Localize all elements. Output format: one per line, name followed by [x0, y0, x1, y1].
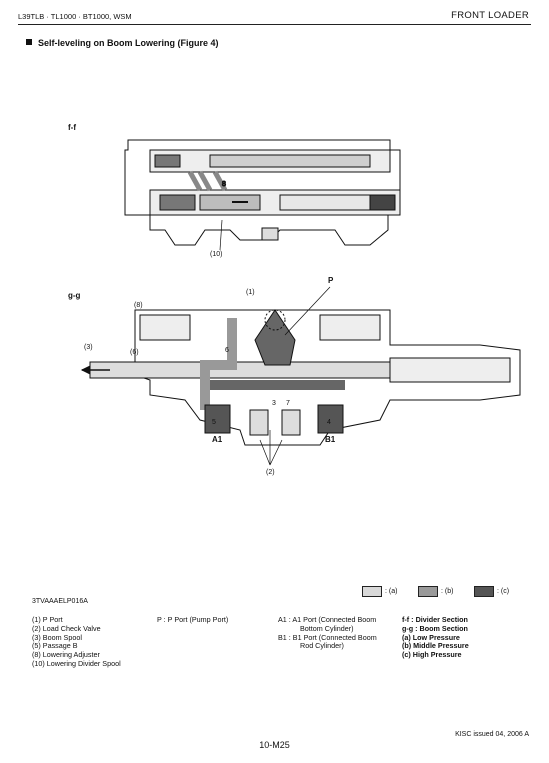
label-10: (10) [210, 251, 222, 258]
legend-low: : (a) [362, 586, 397, 597]
list-item: (2) Load Check Valve [32, 623, 101, 633]
list-item: (1) P Port [32, 615, 63, 624]
list-item: (10) Lowering Divider Spool [32, 658, 121, 668]
section-pressure-list: f-f : Divider Section g-g : Boom Section… [402, 615, 469, 660]
legend-label: : (a) [385, 588, 398, 595]
legend-swatch [362, 586, 382, 597]
parts-list: (1) P Port (2) Load Check Valve (3) Boom… [32, 615, 121, 669]
list-item: Bottom Cylinder) [300, 623, 354, 633]
label-inner-7: 7 [286, 400, 290, 407]
label-2: (2) [266, 469, 275, 476]
label-8: (8) [134, 302, 143, 309]
list-item: g-g : Boom Section [402, 623, 468, 633]
list-item: (c) High Pressure [402, 650, 462, 660]
label-port-5: 5 [212, 419, 216, 426]
list-item: (b) Middle Pressure [402, 641, 469, 651]
label-inner-3: 3 [272, 400, 276, 407]
label-6: (6) [130, 349, 139, 356]
legend-high: : (c) [474, 586, 509, 597]
label-a1: A1 [212, 435, 223, 444]
label-section-gg: g-g [68, 291, 81, 300]
page-number: 10-M25 [259, 740, 290, 750]
legend-middle: : (b) [418, 586, 453, 597]
label-inner-6: 6 [225, 347, 229, 354]
label-p: P [328, 276, 334, 285]
label-1: (1) [246, 289, 255, 296]
issue-date: KISC issued 04, 2006 A [455, 731, 529, 738]
list-item: (5) Passage B [32, 641, 78, 651]
label-inner-8: 8 [222, 181, 226, 188]
label-section-ff: f-f [68, 123, 76, 132]
list-item: (a) Low Pressure [402, 632, 460, 642]
label-b1: B1 [325, 435, 336, 444]
ports-list-p: P : P Port (Pump Port) [157, 615, 229, 625]
legend-label: : (b) [441, 588, 454, 595]
list-item: P : P Port (Pump Port) [157, 615, 229, 624]
list-item: (8) Lowering Adjuster [32, 650, 100, 660]
divider-section-drawing: 8 [124, 139, 401, 251]
header-model: L39TLB · TL1000 · BT1000, WSM [18, 12, 132, 21]
header-section: FRONT LOADER [451, 10, 529, 21]
ports-list-a1-b1: A1 : A1 Port (Connected Boom Bottom Cyli… [278, 615, 377, 651]
list-item: (3) Boom Spool [32, 632, 82, 642]
legend-swatch [474, 586, 494, 597]
list-item: B1 : B1 Port (Connected Boom [278, 632, 377, 642]
list-item: A1 : A1 Port (Connected Boom [278, 615, 377, 624]
legend-swatch [418, 586, 438, 597]
square-bullet-icon [26, 39, 32, 45]
section-title-text: Self-leveling on Boom Lowering (Figure 4… [38, 38, 219, 48]
label-port-4: 4 [327, 419, 331, 426]
figure-id: 3TVAAAELP016A [32, 598, 88, 605]
section-title: Self-leveling on Boom Lowering (Figure 4… [26, 38, 219, 48]
boom-section-drawing [80, 286, 521, 466]
header-rule [18, 24, 531, 25]
label-3: (3) [84, 344, 93, 351]
list-item: f-f : Divider Section [402, 615, 468, 624]
valve-diagram: f-f 8 (10) g-g (1) P (8) (3) (6) [68, 123, 521, 476]
legend-label: : (c) [497, 588, 510, 595]
list-item: Rod Cylinder) [300, 641, 344, 651]
